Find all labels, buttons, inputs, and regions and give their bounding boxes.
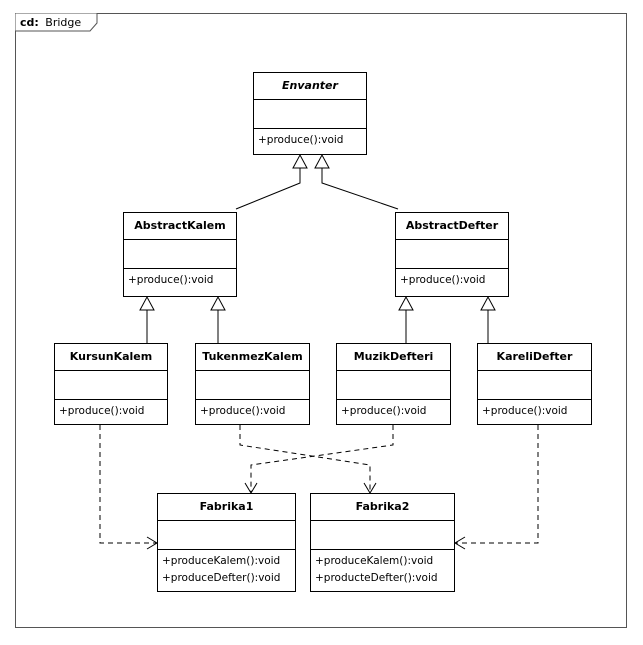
class-tukenmezkalem[interactable]: TukenmezKalem +produce():void (195, 343, 310, 425)
generalization-abstractdefter-envanter (321, 168, 399, 210)
class-name: MuzikDefteri (337, 344, 450, 371)
class-name: KursunKalem (55, 344, 167, 371)
class-name: TukenmezKalem (196, 344, 309, 371)
class-name: KareliDefter (478, 344, 591, 371)
operation: +produce():void (341, 405, 427, 417)
operations-compartment: +produceKalem():void +producteDefter():v… (311, 550, 454, 587)
operation: +producteDefter():void (315, 572, 438, 584)
attributes-compartment (337, 371, 450, 400)
attributes-compartment (158, 521, 295, 550)
operations-compartment: +produce():void (124, 269, 236, 289)
class-abstractkalem[interactable]: AbstractKalem +produce():void (123, 212, 237, 297)
operation: +produce():void (400, 274, 486, 286)
class-fabrika2[interactable]: Fabrika2 +produceKalem():void +producteD… (310, 493, 455, 592)
operations-compartment: +produce():void (196, 400, 309, 420)
class-karelidefter[interactable]: KareliDefter +produce():void (477, 343, 592, 425)
class-name: Fabrika2 (311, 494, 454, 521)
diagram-frame (15, 13, 627, 628)
dependency-muzikdefteri-fabrika1 (250, 425, 394, 493)
attributes-compartment (254, 100, 366, 129)
operation: +produceDefter():void (162, 572, 281, 584)
attributes-compartment (311, 521, 454, 550)
generalization-abstractkalem-envanter (235, 168, 301, 210)
operations-compartment: +produce():void (337, 400, 450, 420)
class-name: AbstractDefter (396, 213, 508, 240)
svg-text:cd: Bridge: cd: Bridge (20, 16, 81, 29)
operation: +produce():void (128, 274, 214, 286)
attributes-compartment (55, 371, 167, 400)
operation: +produce():void (59, 405, 145, 417)
operations-compartment: +produce():void (478, 400, 591, 420)
attributes-compartment (124, 240, 236, 269)
class-fabrika1[interactable]: Fabrika1 +produceKalem():void +produceDe… (157, 493, 296, 592)
operations-compartment: +produceKalem():void +produceDefter():vo… (158, 550, 295, 587)
operation: +produceKalem():void (162, 555, 281, 567)
class-envanter[interactable]: Envanter +produce():void (253, 72, 367, 155)
class-name: Envanter (254, 73, 366, 100)
frame-name: Bridge (45, 16, 81, 29)
frame-tab: cd: Bridge (15, 13, 98, 32)
attributes-compartment (396, 240, 508, 269)
operation: +produce():void (258, 134, 344, 146)
class-abstractdefter[interactable]: AbstractDefter +produce():void (395, 212, 509, 297)
class-name: Fabrika1 (158, 494, 295, 521)
operation: +produceKalem():void (315, 555, 434, 567)
attributes-compartment (478, 371, 591, 400)
dependency-kursunkalem-fabrika1 (99, 425, 157, 544)
operations-compartment: +produce():void (396, 269, 508, 289)
operations-compartment: +produce():void (55, 400, 167, 420)
operation: +produce():void (200, 405, 286, 417)
class-name: AbstractKalem (124, 213, 236, 240)
class-muzikdefteri[interactable]: MuzikDefteri +produce():void (336, 343, 451, 425)
operations-compartment: +produce():void (254, 129, 366, 149)
class-kursunkalem[interactable]: KursunKalem +produce():void (54, 343, 168, 425)
dependency-tukenmezkalem-fabrika2 (239, 425, 371, 493)
open-arrowhead (454, 536, 466, 550)
dependency-karelidefter-fabrika2 (455, 425, 539, 544)
attributes-compartment (196, 371, 309, 400)
frame-keyword: cd: (20, 16, 39, 29)
operation: +produce():void (482, 405, 568, 417)
